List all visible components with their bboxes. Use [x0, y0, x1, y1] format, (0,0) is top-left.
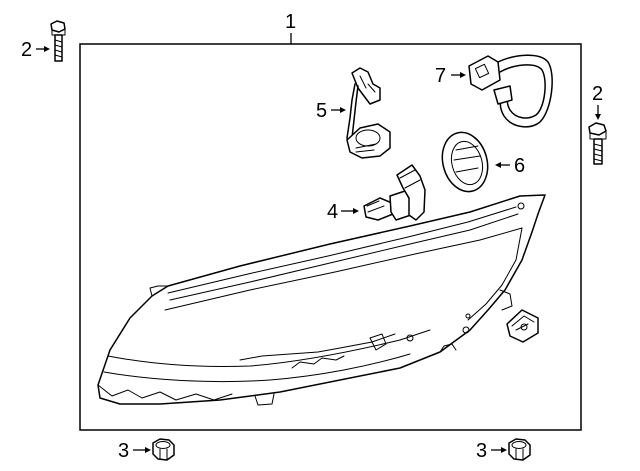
- callout-4: 4: [327, 201, 338, 223]
- mounting-clip: [506, 309, 539, 343]
- leader-3-left: [133, 447, 151, 453]
- leader-4: [341, 208, 359, 214]
- headlamp-bulb: [363, 164, 426, 221]
- callout-1: 1: [285, 11, 296, 33]
- leader-7: [451, 72, 466, 78]
- callout-3-right: 3: [476, 440, 487, 462]
- bolt-right: [588, 122, 607, 165]
- callout-6: 6: [514, 155, 525, 177]
- bolt-left: [50, 20, 66, 62]
- callout-7: 7: [435, 65, 446, 87]
- callout-5: 5: [316, 100, 327, 122]
- nut-right: [508, 438, 531, 461]
- seal-ring: [441, 131, 489, 193]
- bulb-socket-harness: [346, 67, 391, 159]
- headlamp-assembly: [97, 194, 546, 406]
- callout-2-right: 2: [592, 83, 603, 105]
- leader-2-left: [36, 46, 50, 52]
- assembly-frame: [79, 43, 582, 431]
- nut-left: [152, 438, 175, 461]
- leader-6: [495, 162, 510, 168]
- wire-connector: [468, 54, 553, 128]
- callout-2-left: 2: [21, 39, 32, 61]
- callout-3-left: 3: [118, 440, 129, 462]
- leader-3-right: [491, 447, 507, 453]
- leader-5: [331, 107, 346, 113]
- leader-2-right: [595, 105, 601, 120]
